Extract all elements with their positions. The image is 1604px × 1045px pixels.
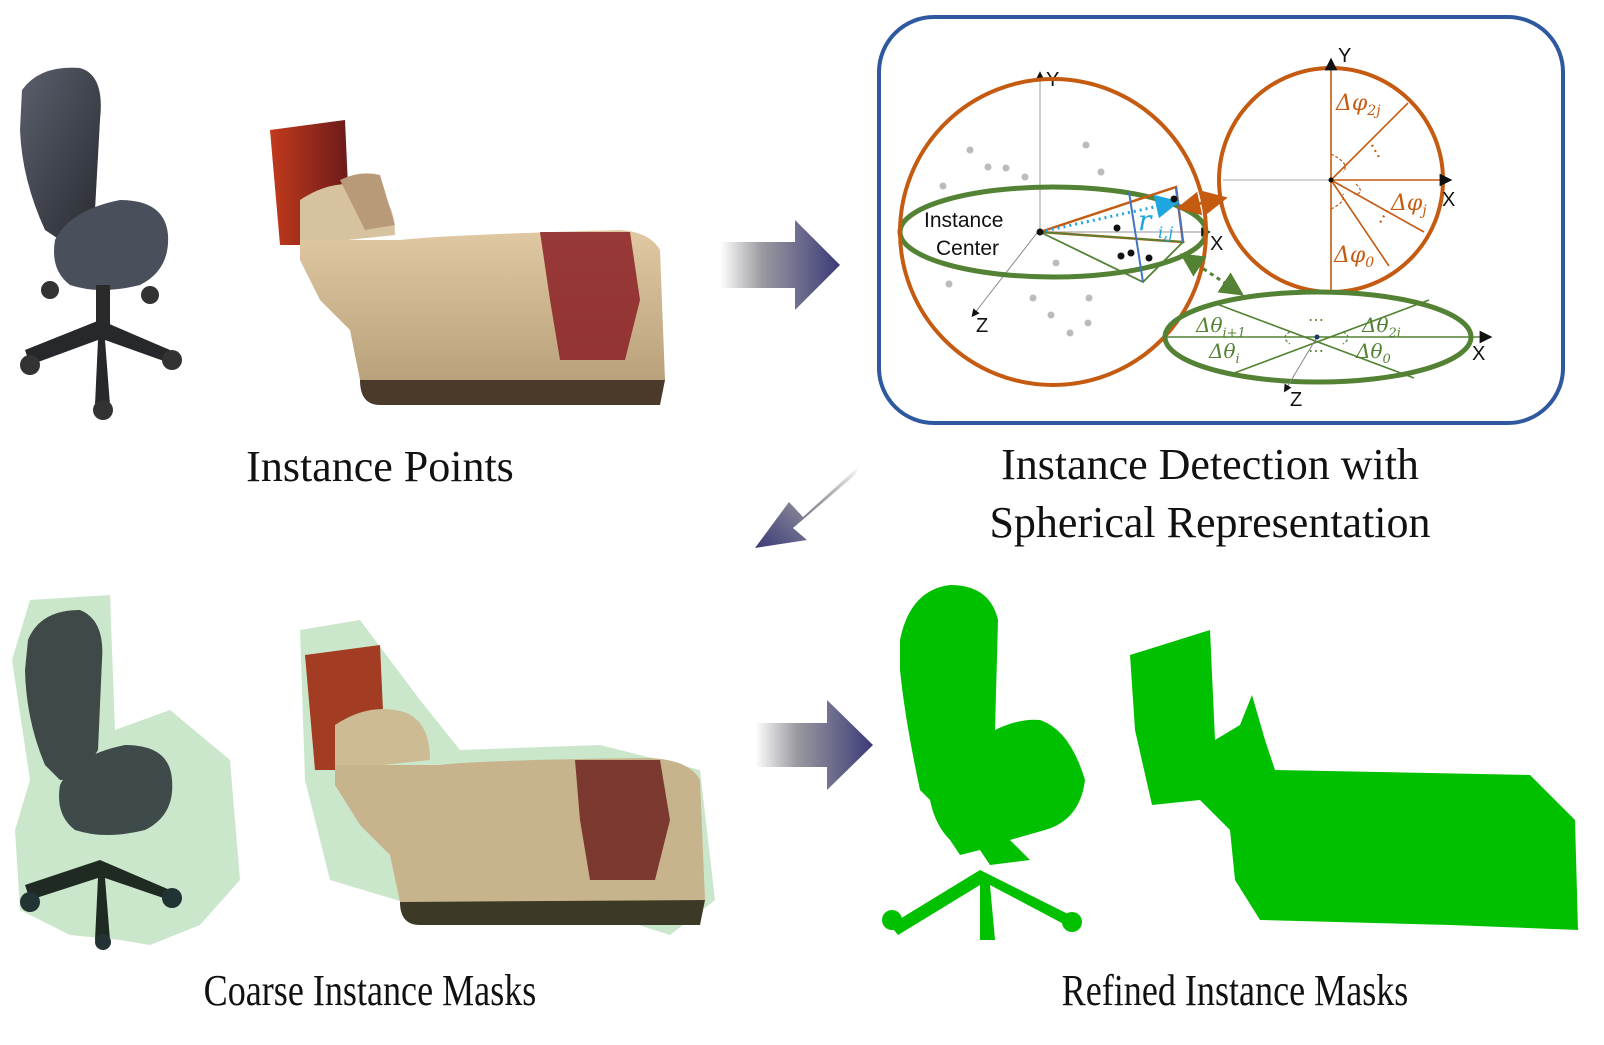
- radius-label: r: [1138, 204, 1153, 237]
- elevation-ellipse-diagram: X Z ⋯ ⋯ Δθi+1 Δθi Δθ2i Δθ0: [1162, 289, 1493, 411]
- box-border: [877, 15, 1565, 425]
- azimuth-circle-diagram: Y X ⋯ ⋯ Δφ2j Δφj Δφ0: [1217, 45, 1455, 294]
- delta-theta-i-label: Δθi: [1208, 339, 1240, 367]
- refined-masks-illustration: [882, 585, 1578, 940]
- refined-bed-mask: [1130, 630, 1578, 930]
- instance-center-label-line1: Instance: [924, 209, 1003, 232]
- azimuth-ellipsis-upper: ⋯: [1363, 138, 1389, 164]
- spherical-representation-diagram: Y Z X: [877, 15, 1565, 425]
- delta-phi-2j-label: Δφ2j: [1335, 91, 1381, 119]
- instance-center-label-line2: Center: [936, 237, 999, 260]
- elevation-connector-arrow: [1179, 253, 1245, 296]
- instance-points-illustration: [20, 67, 665, 420]
- coarse-masks-panel: [0, 580, 730, 960]
- spherical-representation-box: Y Z X: [876, 14, 1566, 426]
- arrow-right-icon: [720, 220, 840, 310]
- refined-masks-panel: [880, 580, 1580, 940]
- sphere-axis-x-label: X: [1210, 233, 1223, 255]
- coarse-masks-illustration: [12, 595, 715, 950]
- refined-chair-mask: [882, 585, 1085, 940]
- bed-point-cloud: [270, 120, 665, 405]
- delta-phi-0-label: Δφ0: [1333, 243, 1374, 271]
- caption-instance-detection-line1: Instance Detection with: [1001, 440, 1419, 489]
- coarse-bed: [300, 620, 715, 935]
- radius-subscript: i,j: [1158, 223, 1173, 242]
- elevation-axis-x-label: X: [1472, 343, 1485, 365]
- caption-refined-instance-masks: Refined Instance Masks: [1061, 966, 1409, 1015]
- chair-point-cloud: [20, 67, 182, 420]
- instance-points-black: [1036, 195, 1178, 262]
- azimuth-axis-y-label: Y: [1338, 45, 1351, 67]
- elevation-ellipsis-lower: ⋯: [1308, 343, 1324, 360]
- elevation-ellipsis-upper: ⋯: [1308, 312, 1324, 329]
- arrow-right-bottom-icon: [755, 700, 873, 790]
- delta-theta-2i-label: Δθ2i: [1361, 313, 1401, 341]
- gray-points: [939, 141, 1105, 337]
- elevation-axis-z-label: Z: [1290, 389, 1302, 411]
- delta-theta-i-plus-1-label: Δθi+1: [1195, 313, 1246, 341]
- caption-instance-detection-line2: Spherical Representation: [989, 498, 1431, 547]
- azimuth-connector-arrow: [1176, 190, 1228, 216]
- delta-phi-j-label: Δφj: [1390, 191, 1427, 219]
- caption-instance-points: Instance Points: [246, 442, 514, 491]
- coarse-chair: [12, 595, 240, 950]
- sphere-axis-z-label: Z: [976, 315, 988, 337]
- azimuth-axis-x-label: X: [1442, 189, 1455, 211]
- caption-coarse-instance-masks: Coarse Instance Masks: [203, 966, 537, 1015]
- arrow-down-left-icon: [755, 465, 860, 548]
- delta-theta-0-label: Δθ0: [1355, 339, 1391, 367]
- instance-points-panel: [0, 60, 720, 460]
